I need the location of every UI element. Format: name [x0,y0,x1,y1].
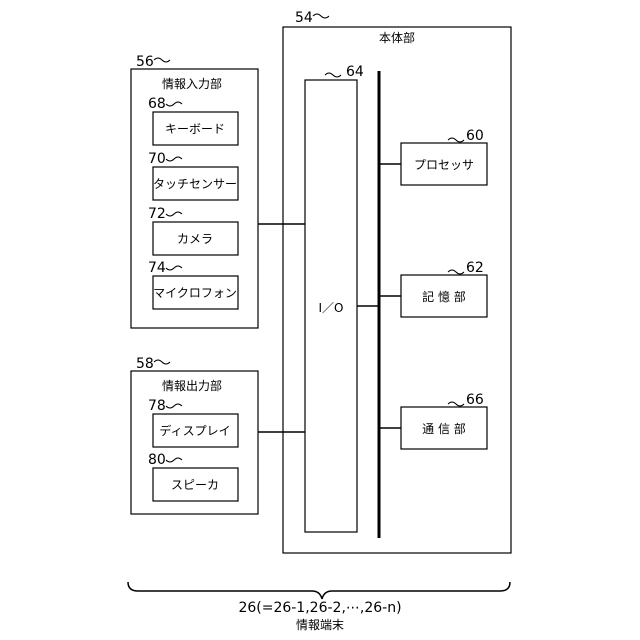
speaker-ref: 80 [148,452,166,468]
io-label: I／O [319,301,344,315]
speaker-label: スピーカ [171,478,219,492]
output-unit-block: 58 情報出力部 78 ディスプレイ 80 スピーカ [131,356,305,514]
input-unit-block: 56 情報入力部 68 キーボード 70 タッチセンサー 72 カメラ 74 マ… [131,54,305,328]
main-body-ref: 54 [295,10,313,26]
output-unit-label: 情報出力部 [162,378,222,393]
terminal-group: 26(=26-1,26-2,⋯,26-n) 情報端末 [128,582,510,632]
comm-label: 通 信 部 [422,421,466,436]
camera-ref: 72 [148,206,166,222]
input-unit-label: 情報入力部 [162,76,222,91]
memory-label: 記 憶 部 [422,289,466,304]
camera-label: カメラ [177,232,213,246]
comm-ref: 66 [466,392,484,408]
display-ref: 78 [148,398,166,414]
main-body-label: 本体部 [379,30,415,45]
touch-sensor-label: タッチセンサー [153,177,237,191]
input-unit-ref: 56 [136,54,154,70]
keyboard-ref: 68 [148,96,166,112]
output-unit-leader [154,360,170,364]
terminal-label: 情報端末 [296,618,344,632]
touch-sensor-ref: 70 [148,151,166,167]
processor-ref: 60 [466,128,484,144]
keyboard-label: キーボード [165,122,225,136]
microphone-ref: 74 [148,260,166,276]
output-unit-ref: 58 [136,356,154,372]
io-ref: 64 [346,64,364,80]
memory-ref: 62 [466,260,484,276]
microphone-label: マイクロフォン [153,286,237,300]
terminal-brace [128,582,510,599]
input-unit-leader [154,58,170,62]
terminal-ref: 26(=26-1,26-2,⋯,26-n) [238,600,401,616]
main-body-leader [313,14,329,18]
processor-label: プロセッサ [414,158,474,172]
display-label: ディスプレイ [159,423,230,438]
io-block: 64 I／O [305,64,364,532]
